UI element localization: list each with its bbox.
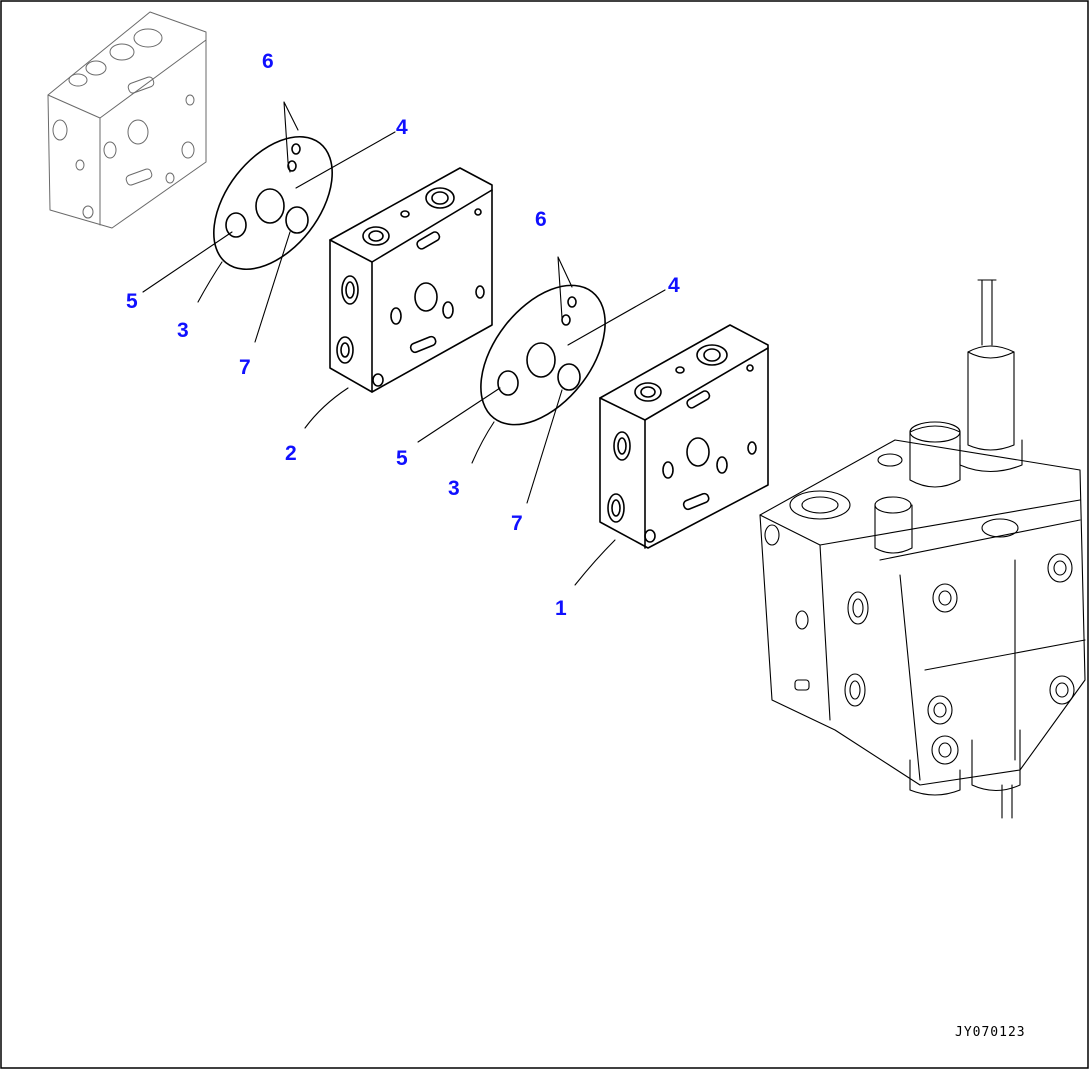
valve-section-2	[329, 167, 493, 393]
oring-small-middle-a	[561, 314, 571, 326]
main-control-valve	[759, 279, 1086, 819]
valve-section-1	[599, 324, 769, 549]
callout-1: 1	[555, 597, 567, 620]
callout-7-middle: 7	[511, 512, 523, 535]
gasket-upper	[213, 135, 333, 271]
callout-3-upper: 3	[177, 319, 189, 342]
callout-5-middle: 5	[396, 447, 408, 470]
callout-7-upper: 7	[239, 356, 251, 379]
callouts: 6 4 5 3 7 2 6 4 5 3 7 1	[126, 50, 680, 620]
oring-left-upper	[225, 212, 247, 238]
callout-4-upper: 4	[396, 116, 408, 139]
callout-5-upper: 5	[126, 290, 138, 313]
oring-small-upper-b	[291, 143, 301, 155]
oring-right-middle	[557, 363, 581, 391]
gasket-middle	[480, 284, 606, 426]
callout-6-middle: 6	[535, 208, 547, 231]
oring-left-middle	[497, 370, 519, 396]
oring-small-upper-a	[287, 160, 297, 172]
callout-2: 2	[285, 442, 297, 465]
callout-6-upper: 6	[262, 50, 274, 73]
callout-3-middle: 3	[448, 477, 460, 500]
oring-large-middle	[526, 342, 556, 378]
leader-lines	[142, 101, 666, 586]
oring-large-upper	[255, 188, 285, 224]
callout-4-middle: 4	[668, 274, 680, 297]
oring-small-middle-b	[567, 296, 577, 308]
reference-valve-block	[47, 11, 207, 229]
drawing-code: JY070123	[955, 1025, 1026, 1040]
oring-right-upper	[285, 206, 309, 234]
